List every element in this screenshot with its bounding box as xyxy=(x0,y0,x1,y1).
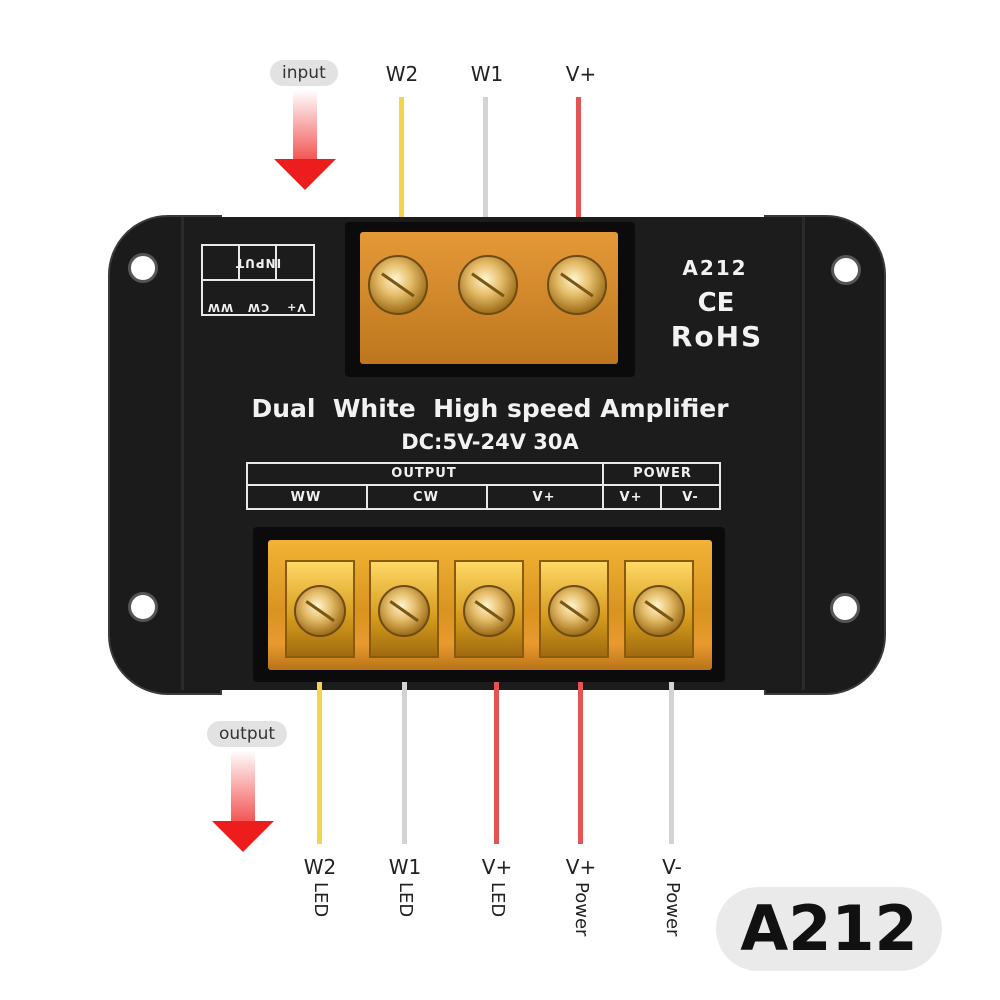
bottom-wire-vplus-power xyxy=(578,682,583,844)
device-model-text: A212 xyxy=(682,256,748,280)
input-arrow-shaft xyxy=(293,90,317,160)
input-arrow-icon xyxy=(274,159,336,190)
rohs-mark: RoHS xyxy=(670,320,764,353)
input-cell-ww: WW xyxy=(206,301,234,314)
bottom-wire-sub-w2: LED xyxy=(310,882,331,918)
top-wire-label-vplus: V+ xyxy=(565,62,597,86)
output-screw-4[interactable] xyxy=(548,585,600,637)
power-cell-vplus: V+ xyxy=(619,490,643,505)
output-screw-5[interactable] xyxy=(633,585,685,637)
bottom-wire-sub-w1: LED xyxy=(395,882,416,918)
input-box-title: INPUT xyxy=(234,256,282,270)
power-table-header: POWER xyxy=(633,466,692,481)
top-wire-w1 xyxy=(483,97,488,222)
output-cell-cw: CW xyxy=(413,490,439,505)
model-badge: A212 xyxy=(716,887,942,971)
top-wire-label-w2: W2 xyxy=(385,62,419,86)
output-cell-ww: WW xyxy=(290,490,322,505)
top-wire-vplus xyxy=(576,97,581,222)
bottom-wire-vminus-power xyxy=(669,682,674,844)
output-arrow-shaft xyxy=(231,750,255,822)
output-arrow-icon xyxy=(212,821,274,852)
input-screw-3[interactable] xyxy=(547,255,607,315)
output-table xyxy=(246,462,721,510)
bottom-wire-label-w2: W2 xyxy=(303,855,337,879)
bottom-wire-label-vminus-power: V- xyxy=(662,855,682,879)
device-spec: DC:5V-24V 30A xyxy=(401,430,579,454)
bottom-wire-label-vplus-power: V+ xyxy=(565,855,597,879)
bottom-wire-w2 xyxy=(317,682,322,844)
mount-hole-bottom-left xyxy=(128,592,158,622)
bottom-wire-sub-vminus-power: Power xyxy=(662,882,683,937)
output-screw-1[interactable] xyxy=(294,585,346,637)
device-title: Dual White High speed Amplifier xyxy=(251,394,729,423)
output-screw-2[interactable] xyxy=(378,585,430,637)
input-box-flipped: V+ CW WW INPUT xyxy=(201,244,315,316)
model-badge-text: A212 xyxy=(740,892,918,965)
output-table-header: OUTPUT xyxy=(391,466,457,481)
mount-hole-bottom-right xyxy=(830,593,860,623)
ce-mark: CE xyxy=(697,288,735,318)
bottom-wire-vplus-led xyxy=(494,682,499,844)
input-screw-1[interactable] xyxy=(368,255,428,315)
bottom-wire-label-w1: W1 xyxy=(388,855,422,879)
output-screw-3[interactable] xyxy=(463,585,515,637)
input-cell-vplus: V+ xyxy=(286,301,306,314)
bottom-wire-w1 xyxy=(402,682,407,844)
input-screw-2[interactable] xyxy=(458,255,518,315)
bottom-wire-sub-vplus-led: LED xyxy=(487,882,508,918)
bottom-wire-sub-vplus-power: Power xyxy=(571,882,592,937)
power-cell-vminus: V- xyxy=(682,490,699,505)
top-wire-w2 xyxy=(399,97,404,222)
mount-hole-top-left xyxy=(128,253,158,283)
top-wire-label-w1: W1 xyxy=(470,62,504,86)
input-label: input xyxy=(270,60,338,86)
bottom-wire-label-vplus-led: V+ xyxy=(481,855,513,879)
input-cell-cw: CW xyxy=(246,301,270,314)
mount-hole-top-right xyxy=(831,255,861,285)
output-cell-vplus: V+ xyxy=(532,490,556,505)
output-label: output xyxy=(207,721,288,747)
